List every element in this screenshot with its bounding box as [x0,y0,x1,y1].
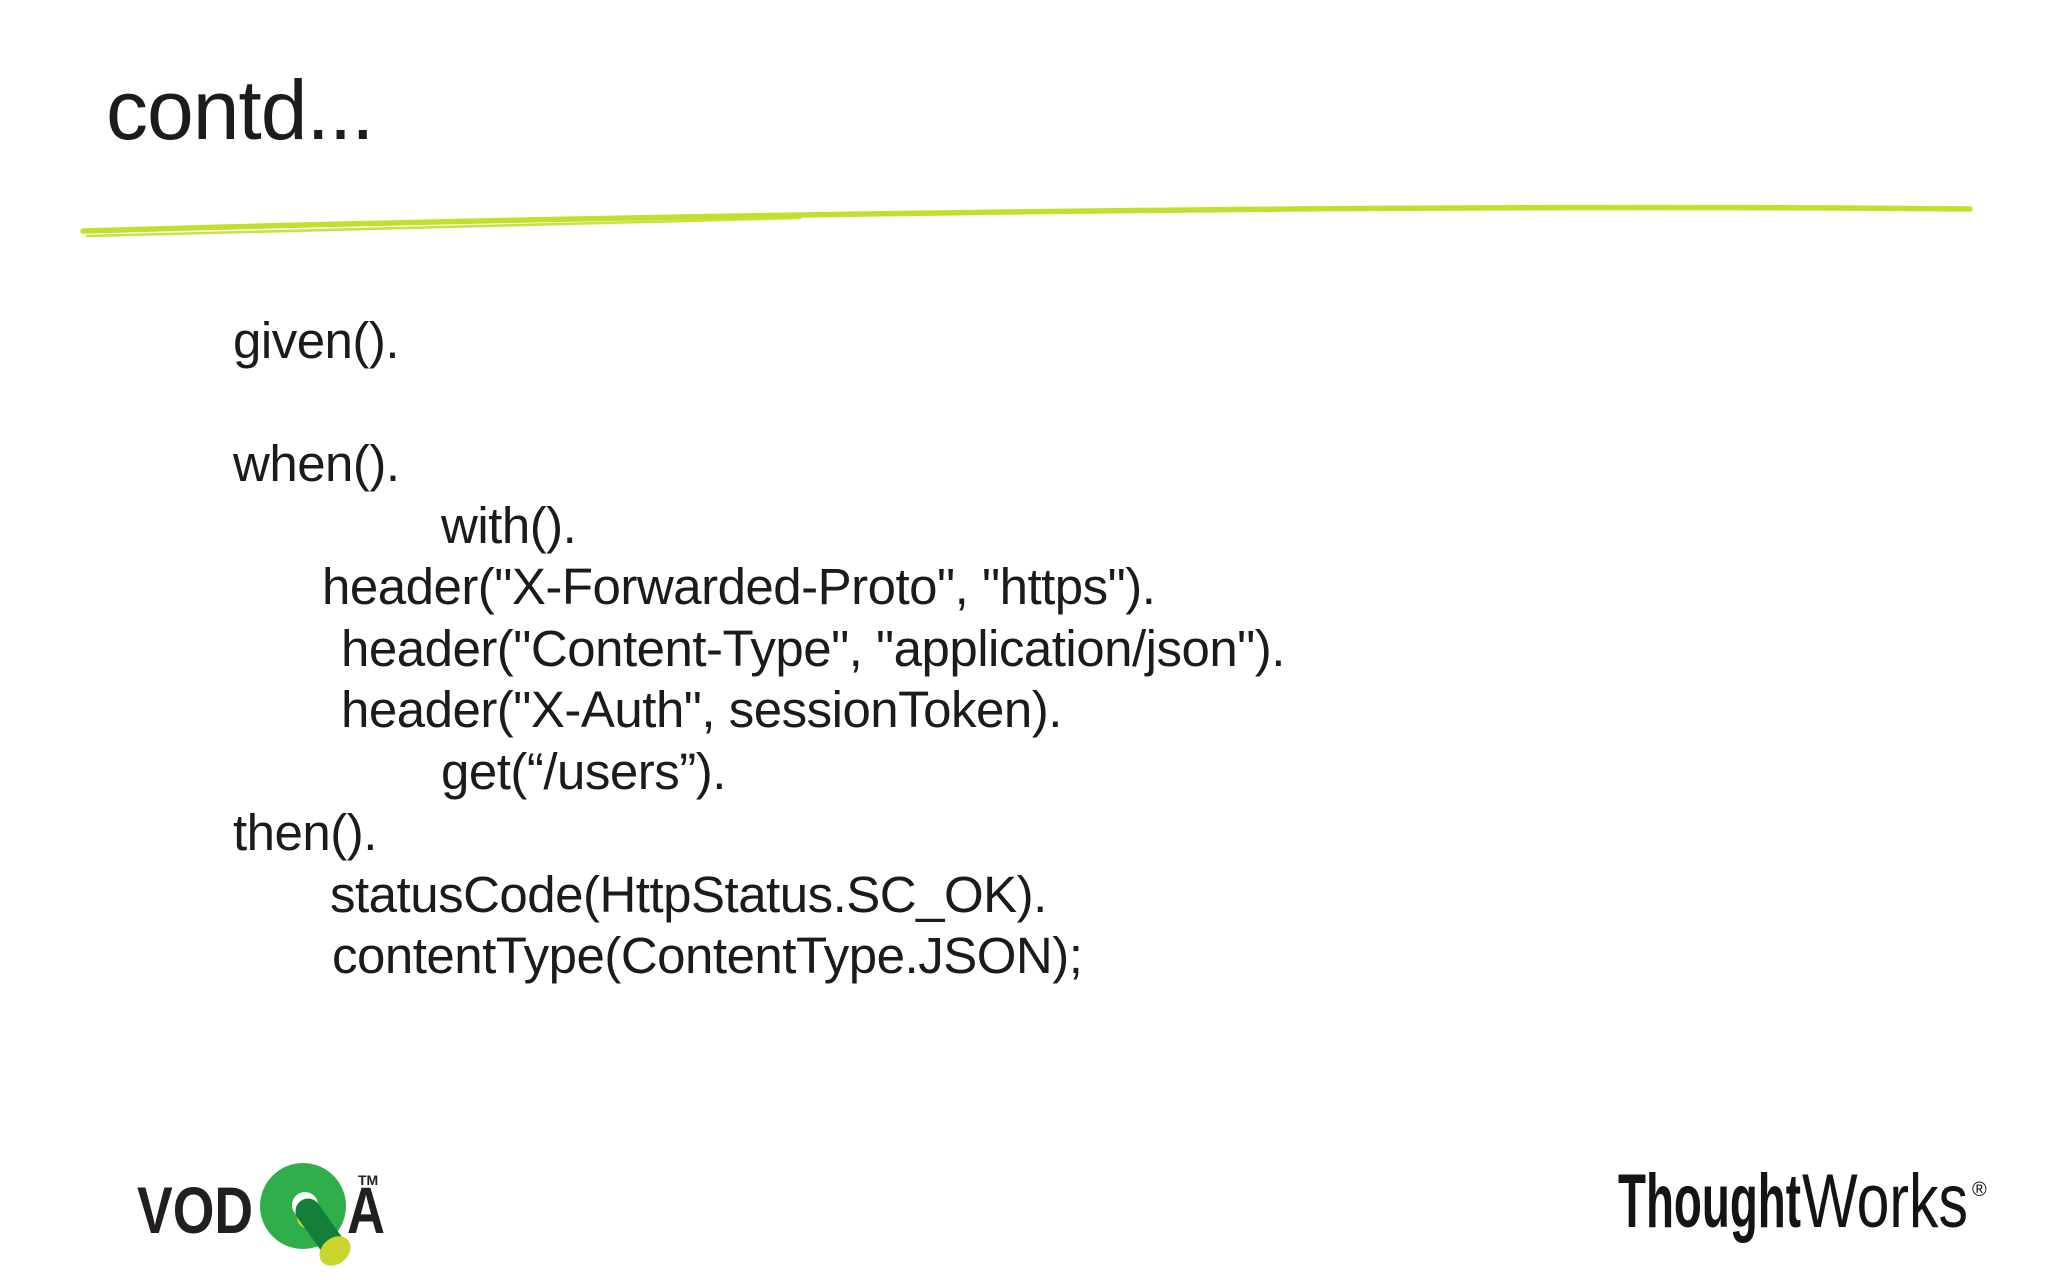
code-line: contentType(ContentType.JSON); [332,927,1083,984]
thoughtworks-logo-text-bold: Thought [1618,1159,1801,1244]
code-line: get(“/users”). [441,742,726,800]
slide-title: contd... [106,63,375,157]
accent-underline-stroke [80,204,1973,234]
code-line [233,372,1285,434]
code-line: given(). [233,312,400,369]
vodqa-logo: VOD A TM [137,1163,385,1266]
vodqa-trademark: TM [358,1172,378,1188]
vodqa-logo-text-a: A [347,1173,385,1247]
vodqa-logo-text-vod: VOD [137,1173,253,1247]
code-line: then(). [233,804,377,861]
code-block: given(). when(). with().header("X-Forwarde… [233,310,1285,987]
accent-underline-stroke-secondary [85,216,802,238]
thoughtworks-registered-mark: ® [1972,1179,1987,1201]
thoughtworks-logo: Thought Works ® [1618,1159,1987,1244]
code-line: header("X-Forwarded-Proto", "https"). [322,558,1156,615]
code-line: statusCode(HttpStatus.SC_OK). [330,865,1047,923]
vodqa-q-tail-tip [319,1236,351,1266]
code-line: when(). [233,435,400,492]
code-line: header("Content-Type", "application/json… [341,619,1285,677]
code-line: with(). [441,496,577,554]
thoughtworks-logo-text-regular: Works [1802,1159,1968,1244]
code-line: header("X-Auth", sessionToken). [341,681,1062,738]
